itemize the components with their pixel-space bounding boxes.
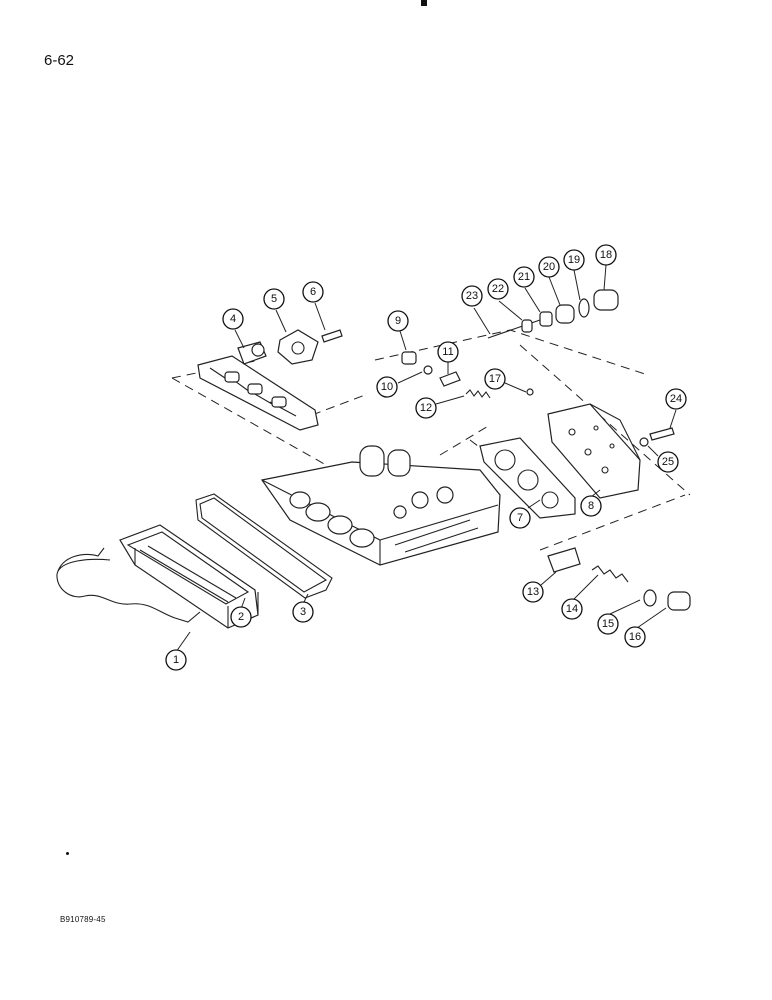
callout-2: 2 <box>230 606 252 628</box>
callout-19: 19 <box>563 249 585 271</box>
callout-22: 22 <box>487 278 509 300</box>
callout-11-label: 11 <box>442 346 453 358</box>
callout-13: 13 <box>522 581 544 603</box>
callout-7: 7 <box>509 507 531 529</box>
figure-code: B910789-45 <box>60 915 106 924</box>
spool-11-part <box>439 371 534 399</box>
callout-10: 10 <box>376 376 398 398</box>
callout-21-label: 21 <box>518 271 530 283</box>
callout-6: 6 <box>302 281 324 303</box>
callout-6-label: 6 <box>310 286 316 298</box>
callout-16: 16 <box>624 626 646 648</box>
callout-23: 23 <box>461 285 483 307</box>
callout-20: 20 <box>538 256 560 278</box>
callout-16-label: 16 <box>629 631 641 643</box>
separator-gasket-part <box>479 437 576 519</box>
callout-8: 8 <box>580 495 602 517</box>
callout-3: 3 <box>292 601 314 623</box>
callout-5-label: 5 <box>271 293 277 305</box>
callout-3-label: 3 <box>300 606 306 618</box>
callout-7-label: 7 <box>517 512 523 524</box>
callout-17: 17 <box>484 368 506 390</box>
leader-lines <box>175 264 677 653</box>
callout-14: 14 <box>561 598 583 620</box>
callout-9-label: 9 <box>395 315 401 327</box>
sensor-part <box>237 341 267 365</box>
page-number: 6-62 <box>44 52 75 69</box>
separator-plate-part <box>547 403 641 499</box>
callout-2-label: 2 <box>238 611 244 623</box>
callout-17-label: 17 <box>489 373 501 385</box>
upper-gasket-plate-part <box>197 355 319 431</box>
callout-12: 12 <box>415 397 437 419</box>
callout-19-label: 19 <box>568 254 580 266</box>
wire-gasket-part <box>56 547 201 623</box>
callout-13-label: 13 <box>527 586 539 598</box>
callout-15: 15 <box>597 613 619 635</box>
callout-4: 4 <box>222 308 244 330</box>
bolt-6-part <box>321 329 343 343</box>
callout-18: 18 <box>595 244 617 266</box>
cover-pan-part <box>119 524 259 629</box>
callout-25: 25 <box>657 451 679 473</box>
callout-9: 9 <box>387 310 409 332</box>
callout-8-label: 8 <box>588 500 594 512</box>
callout-5: 5 <box>263 288 285 310</box>
callout-25-label: 25 <box>662 456 674 468</box>
callout-1: 1 <box>165 649 187 671</box>
callout-4-label: 4 <box>230 313 236 325</box>
callout-22-label: 22 <box>492 283 504 295</box>
callout-20-label: 20 <box>543 261 555 273</box>
stack-parts-18-23 <box>487 289 619 339</box>
plug-9-part <box>401 351 433 375</box>
callout-24-label: 24 <box>670 393 682 405</box>
callout-23-label: 23 <box>466 290 478 302</box>
callout-10-label: 10 <box>381 381 393 393</box>
cover-plate-part <box>277 329 319 365</box>
lower-stack-parts-13-16 <box>547 547 691 611</box>
callout-12-label: 12 <box>420 402 432 414</box>
callout-15-label: 15 <box>602 618 614 630</box>
valve-body-housing <box>260 445 501 566</box>
callout-24: 24 <box>665 388 687 410</box>
seal-gasket-part <box>195 493 333 599</box>
margin-dot <box>66 852 69 855</box>
bolt-24-part <box>639 427 675 447</box>
callout-18-label: 18 <box>600 249 612 261</box>
callout-1-label: 1 <box>173 654 179 666</box>
callout-21: 21 <box>513 266 535 288</box>
top-margin-mark <box>421 0 427 6</box>
callout-14-label: 14 <box>566 603 578 615</box>
callout-11: 11 <box>437 341 459 363</box>
